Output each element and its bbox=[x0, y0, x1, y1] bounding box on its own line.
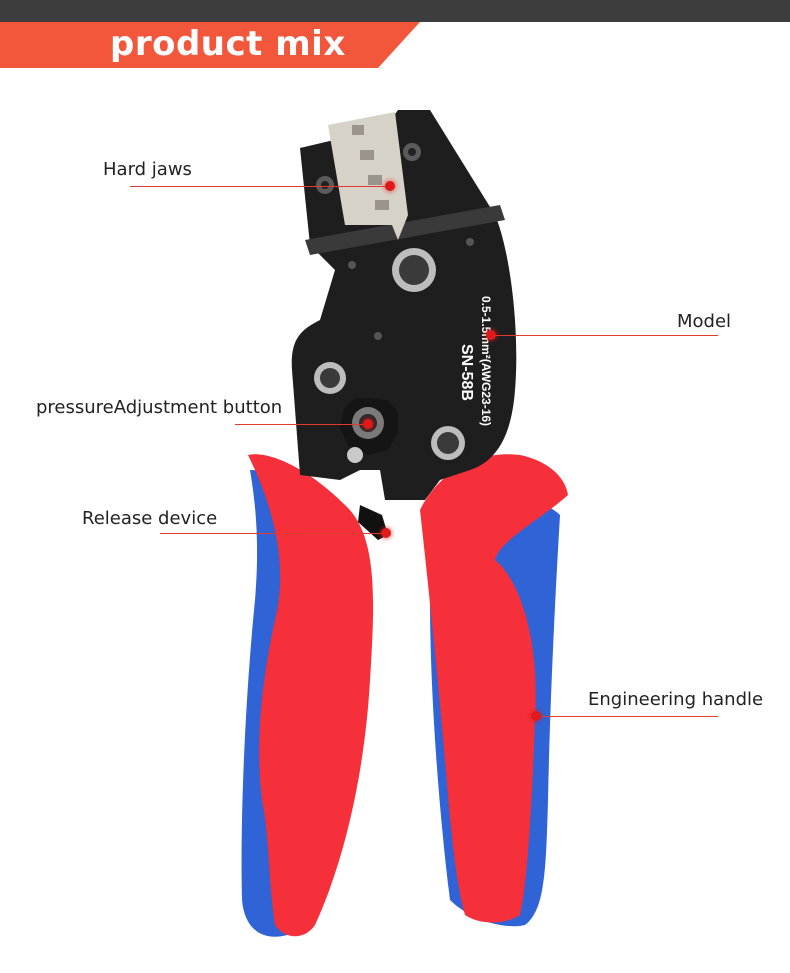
callout-hard-jaws-dot bbox=[385, 181, 395, 191]
model-print-spec: 0.5-1.5mm²(AWG23-16) bbox=[479, 296, 493, 426]
callout-model-label: Model bbox=[677, 311, 732, 332]
banner-title: product mix bbox=[110, 24, 346, 64]
right-handle-red bbox=[420, 454, 568, 923]
callout-pressure-adjustment-dot bbox=[363, 419, 373, 429]
callout-release-device-label: Release device bbox=[82, 508, 218, 529]
callout-release-device-dot bbox=[381, 528, 391, 538]
callout-hard-jaws-label: Hard jaws bbox=[103, 159, 192, 180]
bolts bbox=[314, 143, 474, 460]
callout-hard-jaws-line bbox=[130, 186, 388, 187]
banner bbox=[0, 22, 420, 68]
callout-engineering-handle-line bbox=[538, 716, 718, 717]
callout-pressure-adjustment-line bbox=[235, 424, 368, 425]
callout-release-device-line bbox=[160, 533, 386, 534]
left-handle-red bbox=[248, 454, 374, 937]
callout-model-dot bbox=[486, 330, 496, 340]
callout-pressure-adjustment-label: pressureAdjustment button bbox=[36, 397, 283, 418]
callout-engineering-handle-label: Engineering handle bbox=[588, 689, 764, 710]
top-bar bbox=[0, 0, 790, 22]
model-print-name: SN-58B bbox=[458, 344, 475, 401]
release-lever bbox=[358, 505, 388, 540]
callout-model-line bbox=[492, 335, 718, 336]
callout-engineering-handle-dot bbox=[531, 711, 541, 721]
